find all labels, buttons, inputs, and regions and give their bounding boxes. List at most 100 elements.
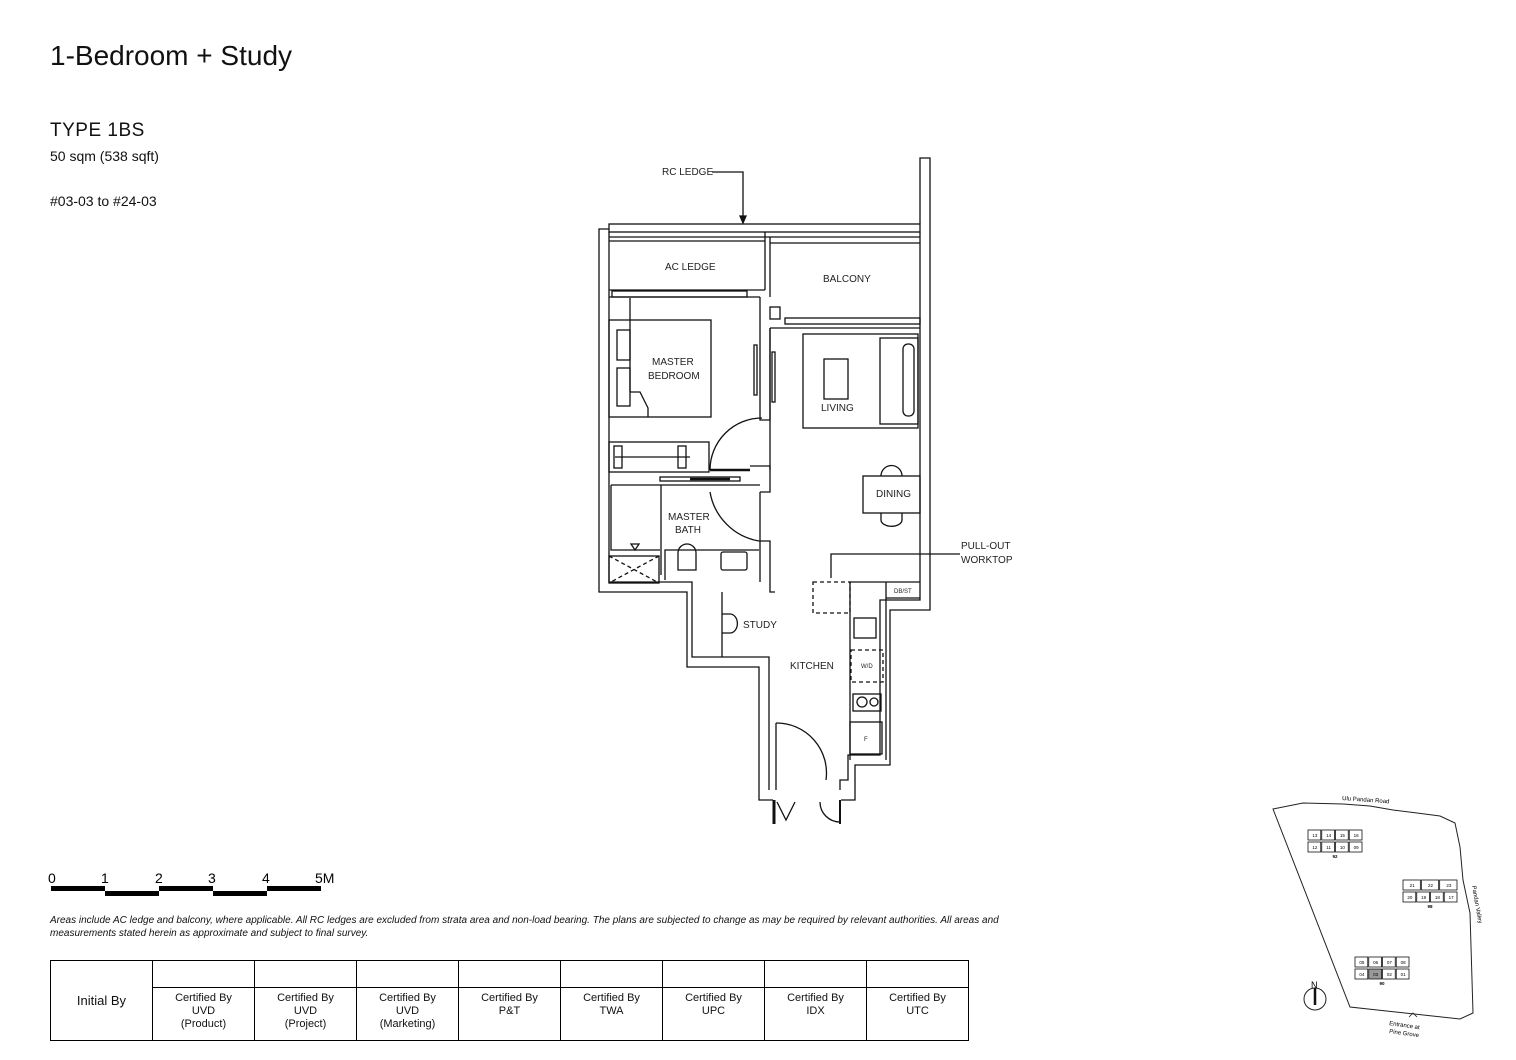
site-unit-number: 17 [1449, 895, 1455, 900]
label-fridge: F [864, 737, 868, 743]
label-kitchen: KITCHEN [790, 661, 834, 672]
label-dining: DINING [876, 489, 911, 500]
certified-by-line: UVD [395, 1005, 420, 1017]
label-pullout-2: WORKTOP [961, 555, 1013, 566]
site-unit [1348, 829, 1363, 841]
scale-bar: 0 1 2 3 4 5M [48, 870, 334, 896]
site-unit [1420, 879, 1440, 891]
certified-by-line: UTC [906, 1005, 929, 1017]
compass: N [1303, 980, 1327, 1011]
certified-by-line: Certified By [379, 992, 436, 1004]
site-unit-number: 11 [1326, 845, 1331, 850]
site-unit-number: 02 [1387, 972, 1393, 977]
certified-by-line: (Marketing) [379, 1018, 436, 1030]
initial-box [458, 960, 561, 988]
site-unit [1395, 956, 1410, 968]
site-unit [1307, 829, 1322, 841]
site-unit [1439, 879, 1458, 891]
site-unit [1354, 968, 1369, 980]
site-unit [1416, 891, 1430, 903]
initial-by-label: Initial By [50, 960, 153, 1041]
certified-by-line: IDX [806, 1005, 825, 1017]
site-unit [1321, 841, 1335, 853]
page-title: 1-Bedroom + Study [50, 40, 293, 71]
site-unit [1368, 968, 1382, 980]
certified-by-line: TWA [599, 1005, 624, 1017]
block-number: 90 [1379, 981, 1385, 986]
site-unit [1321, 829, 1335, 841]
site-unit-number: 15 [1340, 833, 1346, 838]
certified-by-line: Certified By [583, 992, 640, 1004]
site-unit-number: 09 [1354, 845, 1360, 850]
label-dbst: DB/ST [894, 589, 912, 595]
certified-by-line: UVD [293, 1005, 318, 1017]
site-unit-number: 01 [1401, 972, 1407, 977]
scale-tick: 2 [155, 870, 163, 886]
site-unit [1354, 956, 1369, 968]
label-washer-dryer: W/D [861, 664, 873, 670]
site-unit [1402, 879, 1421, 891]
site-plan: Ulu Pandan Road Pandan Valley Entrance a… [1272, 796, 1483, 1039]
certified-by-line: Certified By [685, 992, 742, 1004]
label-master-bath-1: MASTER [668, 512, 710, 523]
label-balcony: BALCONY [823, 274, 871, 285]
site-unit-number: 18 [1435, 895, 1441, 900]
site-unit [1335, 829, 1349, 841]
road-east: Pandan Valley [1470, 885, 1483, 924]
label-master-bedroom-1: MASTER [652, 357, 694, 368]
unit-area: 50 sqm (538 sqft) [50, 148, 159, 164]
certified-by-line: UPC [701, 1005, 726, 1017]
site-unit-number: 06 [1373, 960, 1379, 965]
certified-by-line: (Product) [180, 1018, 227, 1030]
site-unit-number: 03 [1373, 972, 1379, 977]
scale-tick: 5M [315, 870, 334, 886]
site-unit [1402, 891, 1417, 903]
site-unit-number: 20 [1407, 895, 1413, 900]
site-unit-number: 14 [1326, 833, 1332, 838]
certified-by-line: Certified By [277, 992, 334, 1004]
disclaimer-note: Areas include AC ledge and balcony, wher… [50, 915, 999, 939]
road-north: Ulu Pandan Road [1342, 796, 1390, 805]
site-unit-number: 12 [1312, 845, 1318, 850]
initial-box [764, 960, 867, 988]
label-master-bath-2: BATH [675, 525, 701, 536]
scale-tick: 3 [208, 870, 216, 886]
site-unit [1335, 841, 1349, 853]
initial-box [152, 960, 255, 988]
site-unit-number: 07 [1387, 960, 1393, 965]
label-master-bedroom-2: BEDROOM [648, 371, 700, 382]
scale-tick: 4 [262, 870, 270, 886]
unit-range: #03-03 to #24-03 [50, 193, 157, 209]
site-unit [1382, 956, 1396, 968]
site-unit-number: 23 [1446, 883, 1452, 888]
site-unit [1348, 841, 1363, 853]
scale-tick: 0 [48, 870, 56, 886]
site-unit [1443, 891, 1458, 903]
block-number: 98 [1427, 904, 1433, 909]
certified-by-line: Certified By [175, 992, 232, 1004]
site-unit-number: 10 [1340, 845, 1346, 850]
site-unit [1368, 956, 1382, 968]
north-label: N [1311, 980, 1318, 990]
label-ac-ledge: AC LEDGE [665, 262, 716, 273]
certified-by-line: UVD [191, 1005, 216, 1017]
site-unit-number: 21 [1410, 883, 1416, 888]
initial-box [254, 960, 357, 988]
block-number: 92 [1332, 854, 1338, 859]
site-unit [1430, 891, 1444, 903]
site-unit-number: 16 [1354, 833, 1360, 838]
label-rc-ledge: RC LEDGE [662, 167, 713, 178]
certified-by-line: (Project) [284, 1018, 327, 1030]
initial-box [866, 960, 969, 988]
site-unit [1307, 841, 1322, 853]
site-unit-number: 05 [1359, 960, 1365, 965]
initial-box [662, 960, 765, 988]
